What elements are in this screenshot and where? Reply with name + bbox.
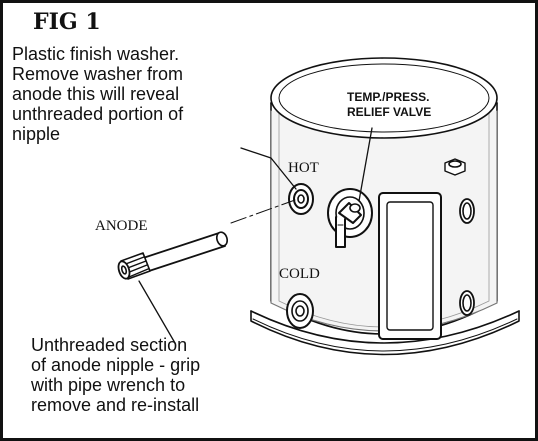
washer-note-line: Remove washer from [12, 64, 184, 84]
anode-rod [117, 231, 229, 280]
nipple-note-line: with pipe wrench to [31, 375, 186, 395]
washer-note: Plastic finish washer.Remove washer from… [12, 44, 183, 144]
cold-inlet [286, 293, 314, 329]
relief-valve [327, 188, 373, 248]
nipple-note-line: remove and re-install [31, 395, 200, 415]
water-heater-illustration [117, 57, 520, 356]
top-fitting [444, 158, 466, 176]
washer-note-line: Plastic finish washer. [12, 44, 180, 64]
relief-valve-label-line: RELIEF VALVE [347, 105, 432, 119]
leader-lines [138, 127, 373, 344]
washer-note-line: nipple [12, 124, 61, 144]
nipple-note-line: of anode nipple - grip [31, 355, 201, 375]
washer-note-line: anode this will reveal [12, 84, 180, 104]
tank-top [270, 57, 498, 139]
relief-valve-label: TEMP./PRESS.RELIEF VALVE [347, 90, 431, 120]
relief-valve-label-line: TEMP./PRESS. [347, 90, 430, 104]
washer-note-line: unthreaded portion of [12, 104, 184, 124]
hot-label: HOT [288, 160, 319, 176]
alignment-line [230, 199, 296, 224]
figure-title: FIG 1 [33, 9, 101, 35]
cold-label: COLD [279, 266, 320, 282]
anode-label: ANODE [95, 218, 148, 234]
access-panel [378, 192, 442, 340]
hot-outlet [288, 183, 314, 215]
side-fittings [459, 198, 475, 316]
nipple-note-line: Unthreaded section [31, 335, 188, 355]
